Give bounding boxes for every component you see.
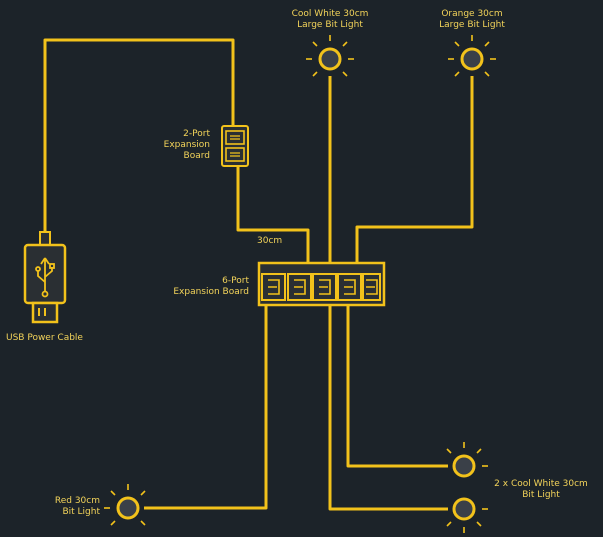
two-port-label-line-1: 2-Port	[183, 129, 210, 139]
two-port-label: 2-Port Expansion Board	[140, 129, 210, 162]
cool-white-pair-light-1-icon	[446, 442, 488, 478]
two-port-label-line-2: Expansion	[163, 140, 210, 150]
cool-white-pair-label-line-2: Bit Light	[522, 490, 560, 500]
orange-top-label-line-1: Orange 30cm	[441, 9, 503, 19]
two-port-label-line-3: Board	[183, 151, 210, 161]
red-light-wire	[144, 305, 268, 510]
usb-power-cable-label: USB Power Cable	[6, 333, 83, 343]
orange-top-wire	[355, 76, 474, 268]
two-port-board	[221, 125, 249, 167]
cool-white-pair-label-line-1: 2 x Cool White 30cm	[494, 479, 588, 489]
six-port-board	[257, 261, 386, 307]
cool-white-pair-wire-2	[328, 305, 448, 511]
orange-top-light-icon	[448, 35, 496, 77]
cool-white-top-label-line-2: Large Bit Light	[297, 20, 363, 30]
red-light-label-line-2: Bit Light	[62, 507, 100, 517]
red-light-label: Red 30cm Bit Light	[30, 496, 100, 518]
red-light-label-line-1: Red 30cm	[54, 496, 100, 506]
cool-white-top-label-line-1: Cool White 30cm	[291, 9, 369, 19]
red-light-icon	[104, 484, 146, 526]
usb-to-2port-wire	[43, 38, 235, 232]
cool-white-top-light-icon	[306, 35, 354, 77]
cool-white-pair-label: 2 x Cool White 30cm Bit Light	[488, 479, 594, 501]
orange-top-label-line-2: Large Bit Light	[439, 20, 505, 30]
cool-white-top-label: Cool White 30cm Large Bit Light	[280, 9, 380, 31]
six-port-label: 6-Port Expansion Board	[150, 276, 249, 298]
orange-top-label: Orange 30cm Large Bit Light	[422, 9, 522, 31]
cool-white-pair-wire-1	[346, 305, 448, 468]
six-port-label-line-1: 6-Port	[222, 276, 249, 286]
usb-power-cable-icon	[23, 231, 67, 324]
cable-length-label: 30cm	[257, 236, 283, 246]
cool-white-pair-light-2-icon	[446, 497, 488, 533]
2port-to-6port-wire	[236, 166, 310, 268]
six-port-label-line-2: Expansion Board	[173, 287, 249, 297]
